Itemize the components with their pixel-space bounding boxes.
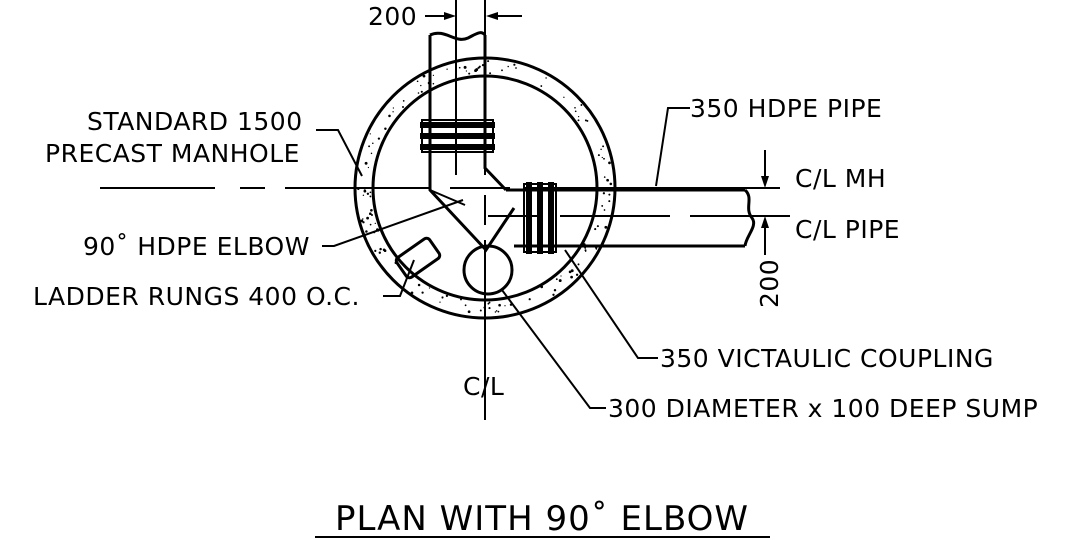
horizontal-coupling bbox=[523, 182, 557, 254]
vertical-pipe bbox=[428, 31, 516, 253]
drawing-title: PLAN WITH 90˚ ELBOW bbox=[335, 499, 749, 539]
cl-mh-label: C/L MH bbox=[795, 164, 886, 193]
dim-top-label: 200 bbox=[368, 2, 417, 31]
manhole-label-line2: PRECAST MANHOLE bbox=[45, 139, 300, 168]
manhole-label-line1: STANDARD 1500 bbox=[87, 107, 303, 136]
pipe-label: 350 HDPE PIPE bbox=[690, 94, 882, 123]
dimension-right bbox=[761, 150, 769, 255]
sump-label: 300 DIAMETER x 100 DEEP SUMP bbox=[608, 394, 1038, 423]
ladder-rung bbox=[394, 236, 442, 280]
horizontal-pipe bbox=[506, 188, 756, 248]
coupling-label: 350 VICTAULIC COUPLING bbox=[660, 344, 994, 373]
elbow-label: 90˚ HDPE ELBOW bbox=[83, 232, 310, 261]
vertical-coupling bbox=[420, 119, 495, 153]
cl-pipe-label: C/L PIPE bbox=[795, 215, 900, 244]
dimension-top bbox=[425, 12, 522, 20]
ladder-label: LADDER RUNGS 400 O.C. bbox=[33, 282, 360, 311]
sump-circle bbox=[462, 244, 514, 296]
leader-lines bbox=[316, 107, 690, 409]
centerline-label: C/L bbox=[463, 372, 504, 401]
dim-right-label: 200 bbox=[755, 259, 784, 308]
